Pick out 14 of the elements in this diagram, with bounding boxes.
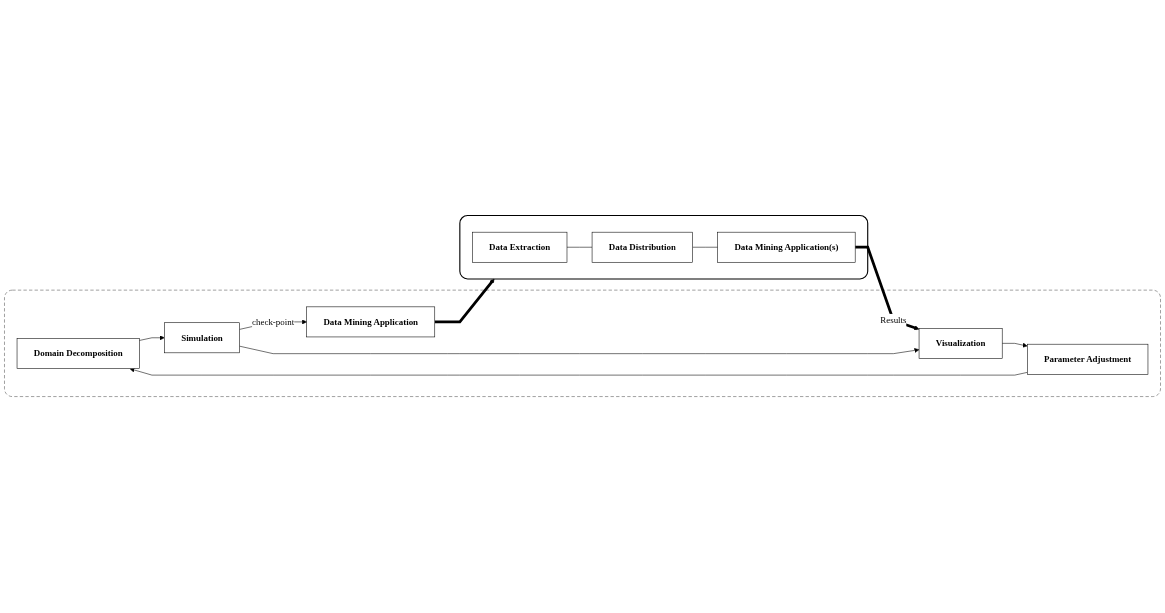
node-box: Visualization	[918, 328, 1003, 360]
node-box: Data Mining Application(s)	[717, 232, 856, 264]
node-box: Parameter Adjustment	[1027, 344, 1149, 376]
node-box: Data Mining Application	[306, 307, 436, 338]
arrow	[434, 279, 495, 324]
cluster	[4, 290, 1161, 398]
node-box: Domain Decomposition	[16, 338, 140, 370]
cluster	[459, 215, 869, 281]
node-box: Data Distribution	[591, 232, 693, 264]
node-box: Simulation	[164, 322, 240, 354]
edge-label: check-point	[252, 317, 295, 327]
arrow	[855, 246, 920, 331]
edge-label: Results	[880, 315, 907, 326]
node-box: Data Extraction	[472, 232, 568, 264]
